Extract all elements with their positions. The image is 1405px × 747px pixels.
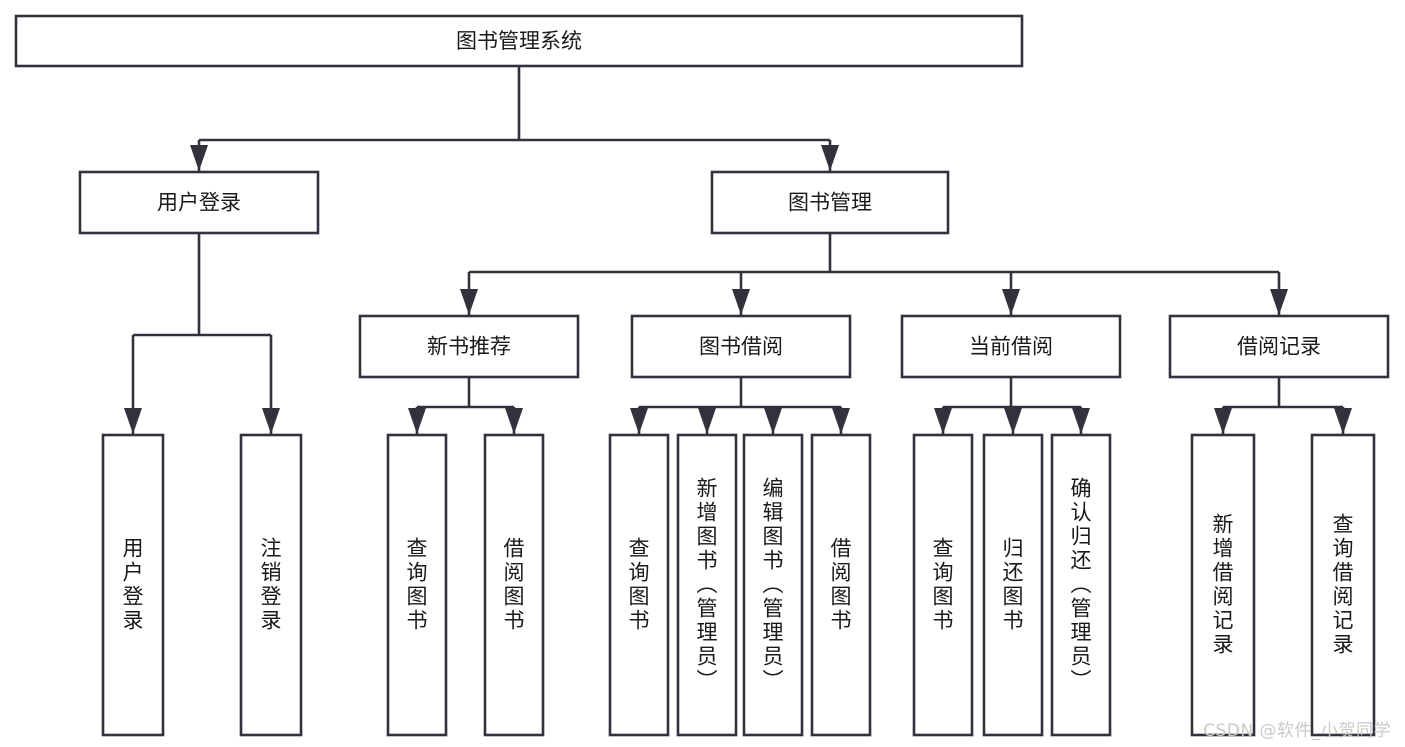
arrow-head-icon <box>821 145 839 171</box>
arrow-head-icon <box>408 408 426 434</box>
node-rect <box>358 314 580 379</box>
node-rect <box>1168 314 1390 379</box>
node-rect <box>608 433 670 737</box>
node-label-vertical: 新增图书︵管理员︶ <box>697 477 718 693</box>
leaf-node-0[interactable]: 用户登录 <box>101 433 165 737</box>
node-label: 用户登录 <box>157 191 241 215</box>
arrow-head-icon <box>505 408 523 434</box>
node-label: 新书推荐 <box>427 335 511 359</box>
node-label-vertical: 注销登录 <box>261 537 282 633</box>
node-rect <box>483 433 545 737</box>
node-label: 图书管理 <box>788 191 872 215</box>
node-label-vertical: 借阅图书 <box>831 537 852 633</box>
leaf-node-12[interactable]: 查询借阅记录 <box>1310 433 1376 737</box>
connector-lines <box>124 66 1352 434</box>
arrow-head-icon <box>1270 289 1288 315</box>
csdn-watermark: CSDN @软件_小贺同学 <box>1203 721 1391 741</box>
node-rect <box>982 433 1044 737</box>
leaf-node-8[interactable]: 查询图书 <box>912 433 974 737</box>
arrow-head-icon <box>1002 289 1020 315</box>
node-label: 图书管理系统 <box>456 29 582 53</box>
node-借阅记录[interactable]: 借阅记录 <box>1168 314 1390 379</box>
arrow-head-icon <box>190 145 208 171</box>
node-新书推荐[interactable]: 新书推荐 <box>358 314 580 379</box>
arrow-head-icon <box>262 408 280 434</box>
node-用户登录[interactable]: 用户登录 <box>78 170 320 235</box>
node-boxes: 图书管理系统用户登录图书管理新书推荐图书借阅当前借阅借阅记录用户登录注销登录查询… <box>14 14 1390 737</box>
node-label-vertical: 查询图书 <box>933 537 954 633</box>
node-label-vertical: 新增借阅记录 <box>1213 513 1234 657</box>
arrow-head-icon <box>460 289 478 315</box>
arrow-head-icon <box>1334 408 1352 434</box>
node-label-vertical: 归还图书 <box>1003 537 1024 633</box>
arrow-head-icon <box>1072 408 1090 434</box>
node-当前借阅[interactable]: 当前借阅 <box>900 314 1122 379</box>
arrow-head-icon <box>934 408 952 434</box>
leaf-node-3[interactable]: 借阅图书 <box>483 433 545 737</box>
leaf-node-7[interactable]: 借阅图书 <box>810 433 872 737</box>
arrow-head-icon <box>732 289 750 315</box>
node-label-vertical: 查询图书 <box>407 537 428 633</box>
node-label-vertical: 确认归还︵管理员︶ <box>1071 477 1092 693</box>
node-rect <box>742 433 804 737</box>
node-label-vertical: 编辑图书︵管理员︶ <box>763 477 784 693</box>
node-label-vertical: 借阅图书 <box>504 537 525 633</box>
node-rect <box>239 433 303 737</box>
node-rect <box>1190 433 1256 737</box>
leaf-node-9[interactable]: 归还图书 <box>982 433 1044 737</box>
node-label-vertical: 查询图书 <box>629 537 650 633</box>
node-label: 图书借阅 <box>699 335 783 359</box>
leaf-node-5[interactable]: 新增图书︵管理员︶ <box>676 433 738 737</box>
arrow-head-icon <box>698 408 716 434</box>
leaf-node-1[interactable]: 注销登录 <box>239 433 303 737</box>
node-rect <box>78 170 320 235</box>
arrow-head-icon <box>1004 408 1022 434</box>
leaf-node-6[interactable]: 编辑图书︵管理员︶ <box>742 433 804 737</box>
leaf-node-11[interactable]: 新增借阅记录 <box>1190 433 1256 737</box>
node-rect <box>676 433 738 737</box>
arrow-head-icon <box>764 408 782 434</box>
node-label-vertical: 查询借阅记录 <box>1333 513 1354 657</box>
node-rect <box>14 14 1024 68</box>
leaf-node-4[interactable]: 查询图书 <box>608 433 670 737</box>
node-rect <box>900 314 1122 379</box>
node-rect <box>630 314 852 379</box>
node-rect <box>101 433 165 737</box>
node-label: 当前借阅 <box>969 335 1053 359</box>
leaf-node-2[interactable]: 查询图书 <box>386 433 448 737</box>
arrow-head-icon <box>630 408 648 434</box>
node-rect <box>1050 433 1112 737</box>
node-root[interactable]: 图书管理系统 <box>14 14 1024 68</box>
arrow-head-icon <box>832 408 850 434</box>
node-rect <box>810 433 872 737</box>
arrow-head-icon <box>124 408 142 434</box>
node-rect <box>710 170 950 235</box>
node-label: 借阅记录 <box>1237 335 1321 359</box>
node-rect <box>386 433 448 737</box>
leaf-node-10[interactable]: 确认归还︵管理员︶ <box>1050 433 1112 737</box>
node-图书管理[interactable]: 图书管理 <box>710 170 950 235</box>
node-label-vertical: 用户登录 <box>123 537 144 633</box>
arrow-head-icon <box>1214 408 1232 434</box>
node-rect <box>912 433 974 737</box>
node-图书借阅[interactable]: 图书借阅 <box>630 314 852 379</box>
node-rect <box>1310 433 1376 737</box>
